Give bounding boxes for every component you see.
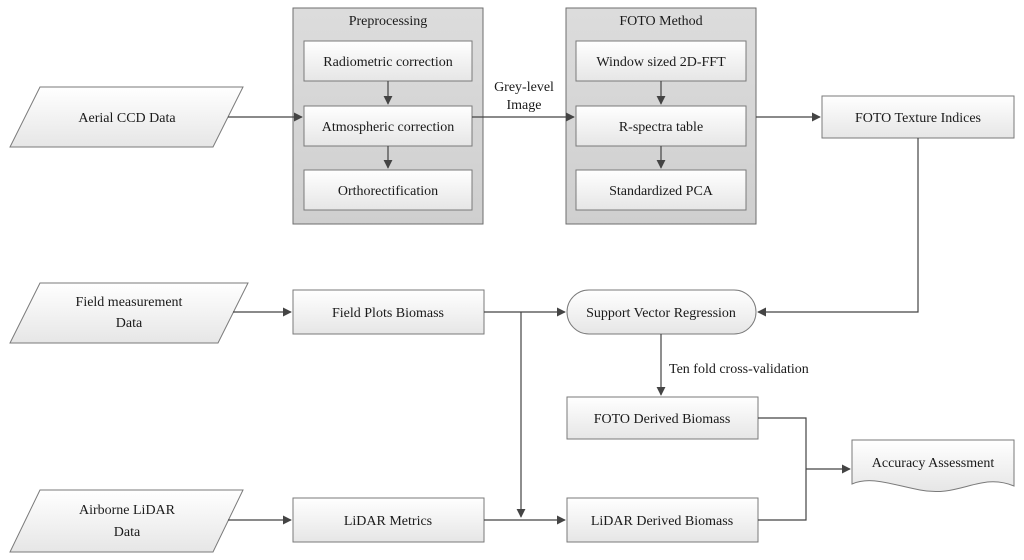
accuracy-assessment-node <box>851 439 1015 492</box>
field-plots-biomass-node <box>292 289 485 335</box>
grey-level-label-2: Image <box>507 98 542 113</box>
r-spectra-table-label: R-spectra table <box>619 120 703 135</box>
accuracy-assessment-label: Accuracy Assessment <box>872 456 995 471</box>
field-plots-biomass-label: Field Plots Biomass <box>332 306 444 321</box>
edge-lidar-biomass-to-merge <box>758 469 807 521</box>
edge-foto-biomass-to-merge <box>758 417 807 469</box>
foto-texture-indices-label: FOTO Texture Indices <box>855 111 981 126</box>
field-measurement-data-label-1: Field measurement <box>76 295 183 310</box>
standardized-pca-node <box>575 169 747 211</box>
orthorectification-label: Orthorectification <box>338 184 438 199</box>
aerial-ccd-data-label: Aerial CCD Data <box>78 111 176 126</box>
airborne-lidar-data-label-2: Data <box>114 525 141 540</box>
radiometric-correction-label: Radiometric correction <box>323 55 452 70</box>
field-measurement-data-node <box>9 282 249 344</box>
cross-validation-label: Ten fold cross-validation <box>669 362 809 377</box>
atmospheric-correction-node <box>303 105 473 147</box>
lidar-derived-biomass-label: LiDAR Derived Biomass <box>591 514 733 529</box>
lidar-derived-biomass-node <box>566 497 759 543</box>
grey-level-label-1: Grey-level <box>494 80 554 95</box>
field-measurement-data-label-2: Data <box>116 316 143 331</box>
preprocessing-title: Preprocessing <box>349 14 428 29</box>
foto-texture-indices-node <box>821 95 1015 139</box>
foto-method-title: FOTO Method <box>619 14 702 29</box>
lidar-metrics-node <box>292 497 485 543</box>
airborne-lidar-data-label-1: Airborne LiDAR <box>79 503 176 518</box>
standardized-pca-label: Standardized PCA <box>609 184 714 199</box>
lidar-metrics-label: LiDAR Metrics <box>344 514 432 529</box>
svr-label: Support Vector Regression <box>586 306 736 321</box>
foto-derived-biomass-node <box>566 396 759 440</box>
atmospheric-correction-label: Atmospheric correction <box>322 120 455 135</box>
edge-texture-to-svr <box>757 138 919 317</box>
window-2d-fft-node <box>575 40 747 82</box>
r-spectra-table-node <box>575 105 747 147</box>
aerial-ccd-data-node <box>9 86 244 148</box>
airborne-lidar-data-node <box>9 489 244 553</box>
orthorectification-node <box>303 169 473 211</box>
window-2d-fft-label: Window sized 2D-FFT <box>596 55 726 70</box>
foto-derived-biomass-label: FOTO Derived Biomass <box>594 412 731 427</box>
radiometric-correction-node <box>303 40 473 82</box>
